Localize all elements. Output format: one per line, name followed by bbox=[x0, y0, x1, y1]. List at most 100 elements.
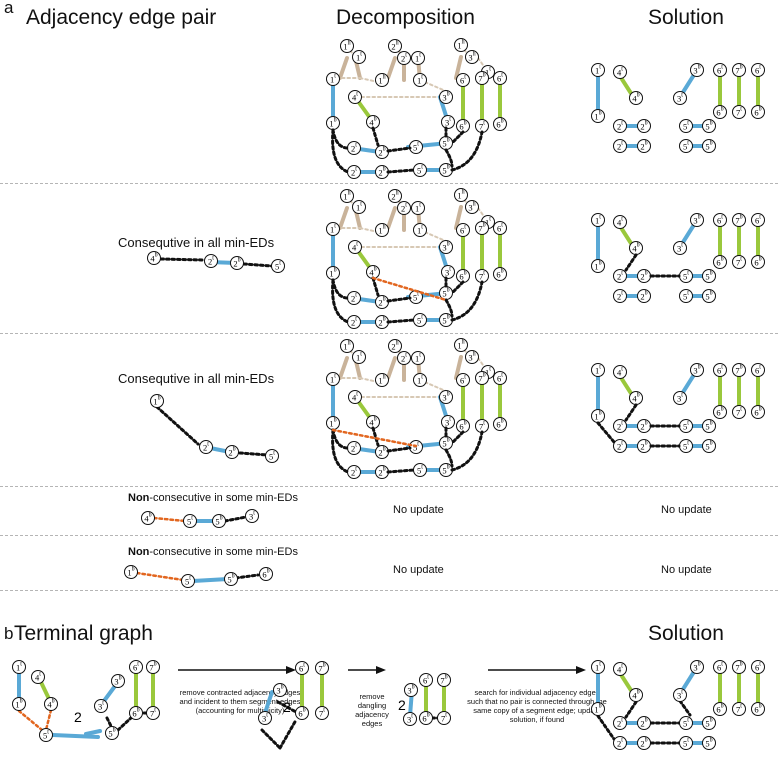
genome-node: 2t bbox=[347, 465, 361, 479]
svg-text:5b: 5b bbox=[705, 421, 712, 432]
highlighted-adjacency bbox=[152, 516, 187, 523]
genome-node: 1h bbox=[340, 339, 354, 353]
genome-node: 3b bbox=[690, 63, 704, 77]
genome-node: 1t bbox=[411, 351, 425, 365]
svg-text:3b: 3b bbox=[114, 676, 121, 687]
svg-text:1b: 1b bbox=[594, 704, 601, 715]
row-4-label-rest: -consecutive in some min-EDs bbox=[149, 546, 298, 558]
svg-text:2t: 2t bbox=[351, 317, 357, 328]
svg-text:4b: 4b bbox=[144, 513, 151, 524]
svg-text:7t: 7t bbox=[479, 121, 485, 132]
svg-text:2b: 2b bbox=[378, 297, 385, 308]
genome-node: 3t bbox=[441, 415, 455, 429]
svg-text:5t: 5t bbox=[683, 141, 689, 152]
genome-node: 5b bbox=[702, 119, 716, 133]
genome-node: 5t bbox=[409, 140, 423, 154]
genome-node: 5b bbox=[702, 736, 716, 750]
genome-node: 7b bbox=[315, 661, 329, 675]
genome-node: 3t bbox=[245, 509, 259, 523]
genome-node: 3h bbox=[465, 350, 479, 364]
svg-text:5t: 5t bbox=[683, 121, 689, 132]
row-3-label-rest: -consecutive in some min-EDs bbox=[149, 492, 298, 504]
adjacency-edge bbox=[260, 728, 282, 750]
highlighted-adjacency bbox=[17, 709, 44, 732]
genome-node: 5b bbox=[105, 726, 119, 740]
svg-text:3t: 3t bbox=[677, 690, 683, 701]
genome-node: 6b bbox=[713, 255, 727, 269]
svg-text:6b: 6b bbox=[298, 708, 305, 719]
adjacency-edge bbox=[223, 515, 248, 523]
svg-text:7b: 7b bbox=[478, 73, 485, 84]
row-4-solution-no-update: No update bbox=[661, 564, 712, 576]
svg-text:7t: 7t bbox=[736, 704, 742, 715]
svg-text:5b: 5b bbox=[705, 271, 712, 282]
svg-text:3b: 3b bbox=[442, 92, 449, 103]
step-2-note: remove dangling adjacency edges bbox=[355, 692, 389, 728]
genome-node: 1b bbox=[326, 266, 340, 280]
svg-text:1t: 1t bbox=[330, 74, 336, 85]
genome-node: 1t bbox=[413, 223, 427, 237]
svg-text:1b: 1b bbox=[127, 567, 134, 578]
svg-text:5t: 5t bbox=[683, 271, 689, 282]
svg-text:6t: 6t bbox=[460, 75, 466, 86]
genome-node: 2b bbox=[637, 139, 651, 153]
svg-text:6b: 6b bbox=[132, 708, 139, 719]
svg-text:5b: 5b bbox=[705, 738, 712, 749]
adjacency-edge bbox=[450, 280, 465, 295]
svg-text:5t: 5t bbox=[269, 451, 275, 462]
genome-node: 2b bbox=[375, 165, 389, 179]
adjacency-edge bbox=[116, 715, 134, 732]
genome-node: 3b bbox=[439, 390, 453, 404]
highlighted-adjacency bbox=[371, 276, 448, 302]
svg-text:7t: 7t bbox=[441, 713, 447, 724]
genome-node: 1t bbox=[413, 373, 427, 387]
row-3-solution-no-update: No update bbox=[661, 504, 712, 516]
genome-node: 7t bbox=[732, 105, 746, 119]
genome-node: 4b bbox=[629, 91, 643, 105]
genome-node: 3b bbox=[690, 660, 704, 674]
adjacency-edge bbox=[278, 718, 298, 750]
svg-text:2t: 2t bbox=[401, 53, 407, 64]
genome-node: 4b bbox=[141, 511, 155, 525]
genome-node: 4t bbox=[613, 215, 627, 229]
genome-node: 6b bbox=[259, 567, 273, 581]
svg-text:6b: 6b bbox=[716, 257, 723, 268]
svg-text:2h: 2h bbox=[391, 191, 398, 202]
svg-text:7b: 7b bbox=[735, 662, 742, 673]
svg-text:2b: 2b bbox=[378, 167, 385, 178]
row-3-decomp-no-update: No update bbox=[393, 504, 444, 516]
svg-text:6t: 6t bbox=[755, 65, 761, 76]
svg-text:3h: 3h bbox=[468, 52, 475, 63]
svg-text:5b: 5b bbox=[442, 138, 449, 149]
genome-node: 5t bbox=[679, 119, 693, 133]
genome-node: 3t bbox=[673, 688, 687, 702]
svg-text:2t: 2t bbox=[203, 442, 209, 453]
step-3-note: search for individual adjacency edges su… bbox=[467, 688, 607, 724]
genome-node: 5b bbox=[702, 419, 716, 433]
svg-text:5b: 5b bbox=[108, 728, 115, 739]
svg-text:6b: 6b bbox=[754, 704, 761, 715]
svg-text:6b: 6b bbox=[459, 421, 466, 432]
row-3-label-bold: Non bbox=[128, 492, 150, 504]
terminal-graph-title: Terminal graph bbox=[14, 622, 153, 645]
genome-node: 4t bbox=[348, 390, 362, 404]
genome-node: 6t bbox=[713, 660, 727, 674]
svg-text:3t: 3t bbox=[677, 243, 683, 254]
svg-text:3t: 3t bbox=[445, 417, 451, 428]
svg-text:1b: 1b bbox=[15, 699, 22, 710]
genome-node: 1b bbox=[591, 259, 605, 273]
svg-text:4t: 4t bbox=[617, 217, 623, 228]
genome-node: 1b bbox=[591, 409, 605, 423]
genome-node: 5t bbox=[679, 269, 693, 283]
genome-node: 5t bbox=[679, 419, 693, 433]
genome-node: 1h bbox=[454, 38, 468, 52]
pair-blue-segment bbox=[191, 577, 230, 583]
adjacency-edge bbox=[624, 403, 638, 422]
svg-text:6b: 6b bbox=[496, 119, 503, 130]
tan-adjacency bbox=[359, 77, 379, 83]
adjacency-edge bbox=[450, 280, 484, 322]
genome-node: 3b bbox=[690, 213, 704, 227]
svg-text:3b: 3b bbox=[407, 685, 414, 696]
highlighted-adjacency bbox=[331, 428, 418, 448]
svg-text:2b: 2b bbox=[640, 291, 647, 302]
